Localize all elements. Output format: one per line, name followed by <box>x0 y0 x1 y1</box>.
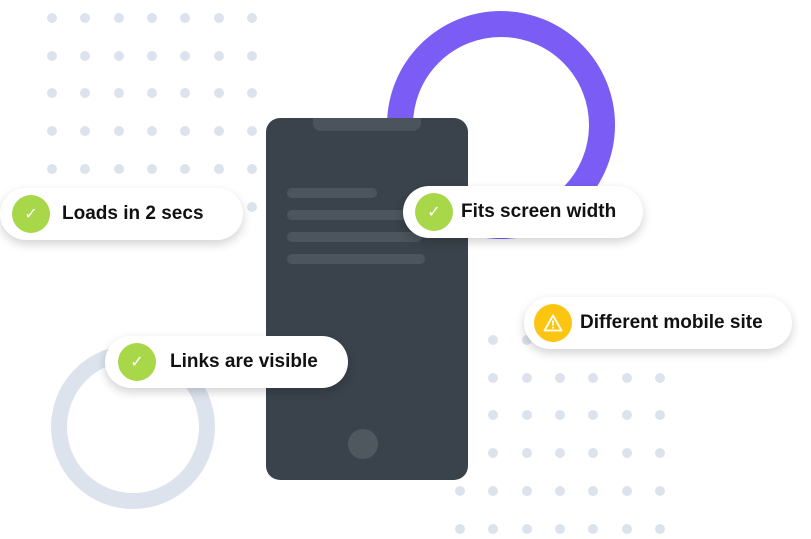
dot <box>654 448 665 459</box>
dot <box>455 485 465 496</box>
warning-icon <box>534 304 572 342</box>
dot <box>588 410 599 421</box>
dot <box>113 163 124 174</box>
dot <box>521 410 532 421</box>
phone-notch <box>313 118 421 131</box>
dot <box>488 523 499 534</box>
dot <box>588 372 599 383</box>
dot <box>554 523 565 534</box>
content-line <box>287 232 422 242</box>
dot <box>180 13 191 23</box>
dot <box>47 88 57 99</box>
badge-label: Loads in 2 secs <box>62 203 204 224</box>
dot <box>488 485 499 496</box>
dot <box>554 372 565 383</box>
content-line <box>287 188 377 198</box>
dot <box>113 88 124 99</box>
dot <box>588 485 599 496</box>
home-button <box>348 429 378 459</box>
dot <box>521 485 532 496</box>
dot <box>47 50 57 61</box>
dot <box>213 13 224 23</box>
dot <box>47 126 57 137</box>
dot <box>621 485 632 496</box>
dot <box>80 13 91 23</box>
dot <box>246 88 257 99</box>
dot <box>146 13 157 23</box>
content-line <box>287 210 422 220</box>
dot <box>554 410 565 421</box>
dot <box>488 335 499 345</box>
dot <box>246 201 257 212</box>
dot <box>521 372 532 383</box>
dot <box>180 163 191 174</box>
badge-label: Fits screen width <box>461 201 617 222</box>
dot <box>588 448 599 459</box>
check-icon: ✓ <box>415 193 453 231</box>
dot <box>621 448 632 459</box>
dot <box>521 335 532 345</box>
badge-fits-width: ✓ Fits screen width <box>403 186 643 238</box>
dot <box>180 88 191 99</box>
dot <box>554 448 565 459</box>
dot <box>621 523 632 534</box>
dot <box>80 88 91 99</box>
dot <box>146 163 157 174</box>
badge-links: ✓ Links are visible <box>105 336 348 388</box>
dot <box>146 88 157 99</box>
dot <box>213 163 224 174</box>
badge-mobile-site: Different mobile site <box>524 297 792 349</box>
dot <box>588 523 599 534</box>
dot <box>654 485 665 496</box>
dot <box>113 50 124 61</box>
badge-loads: ✓ Loads in 2 secs <box>0 188 243 240</box>
dot <box>246 163 257 174</box>
dot <box>80 126 91 137</box>
dot <box>47 13 57 23</box>
dot <box>554 485 565 496</box>
dot <box>213 50 224 61</box>
dot <box>213 126 224 137</box>
dot <box>621 372 632 383</box>
dot <box>246 50 257 61</box>
dot <box>521 523 532 534</box>
dot <box>621 410 632 421</box>
phone-illustration <box>266 118 468 480</box>
dot <box>246 126 257 137</box>
dot <box>488 410 499 421</box>
dot <box>180 126 191 137</box>
dot <box>113 126 124 137</box>
dot <box>80 50 91 61</box>
dot <box>488 448 499 459</box>
badge-label: Links are visible <box>170 351 318 372</box>
dot <box>213 88 224 99</box>
dot <box>654 372 665 383</box>
check-icon: ✓ <box>12 195 50 233</box>
dot <box>47 163 57 174</box>
dot <box>180 50 191 61</box>
dot <box>455 523 465 534</box>
dot <box>146 126 157 137</box>
dot <box>113 13 124 23</box>
dot <box>146 50 157 61</box>
dot <box>654 410 665 421</box>
dot <box>488 372 499 383</box>
badge-label: Different mobile site <box>580 312 763 333</box>
check-icon: ✓ <box>118 343 156 381</box>
dot <box>521 448 532 459</box>
dot <box>654 523 665 534</box>
dot <box>246 13 257 23</box>
dot <box>80 163 91 174</box>
content-line <box>287 254 425 264</box>
